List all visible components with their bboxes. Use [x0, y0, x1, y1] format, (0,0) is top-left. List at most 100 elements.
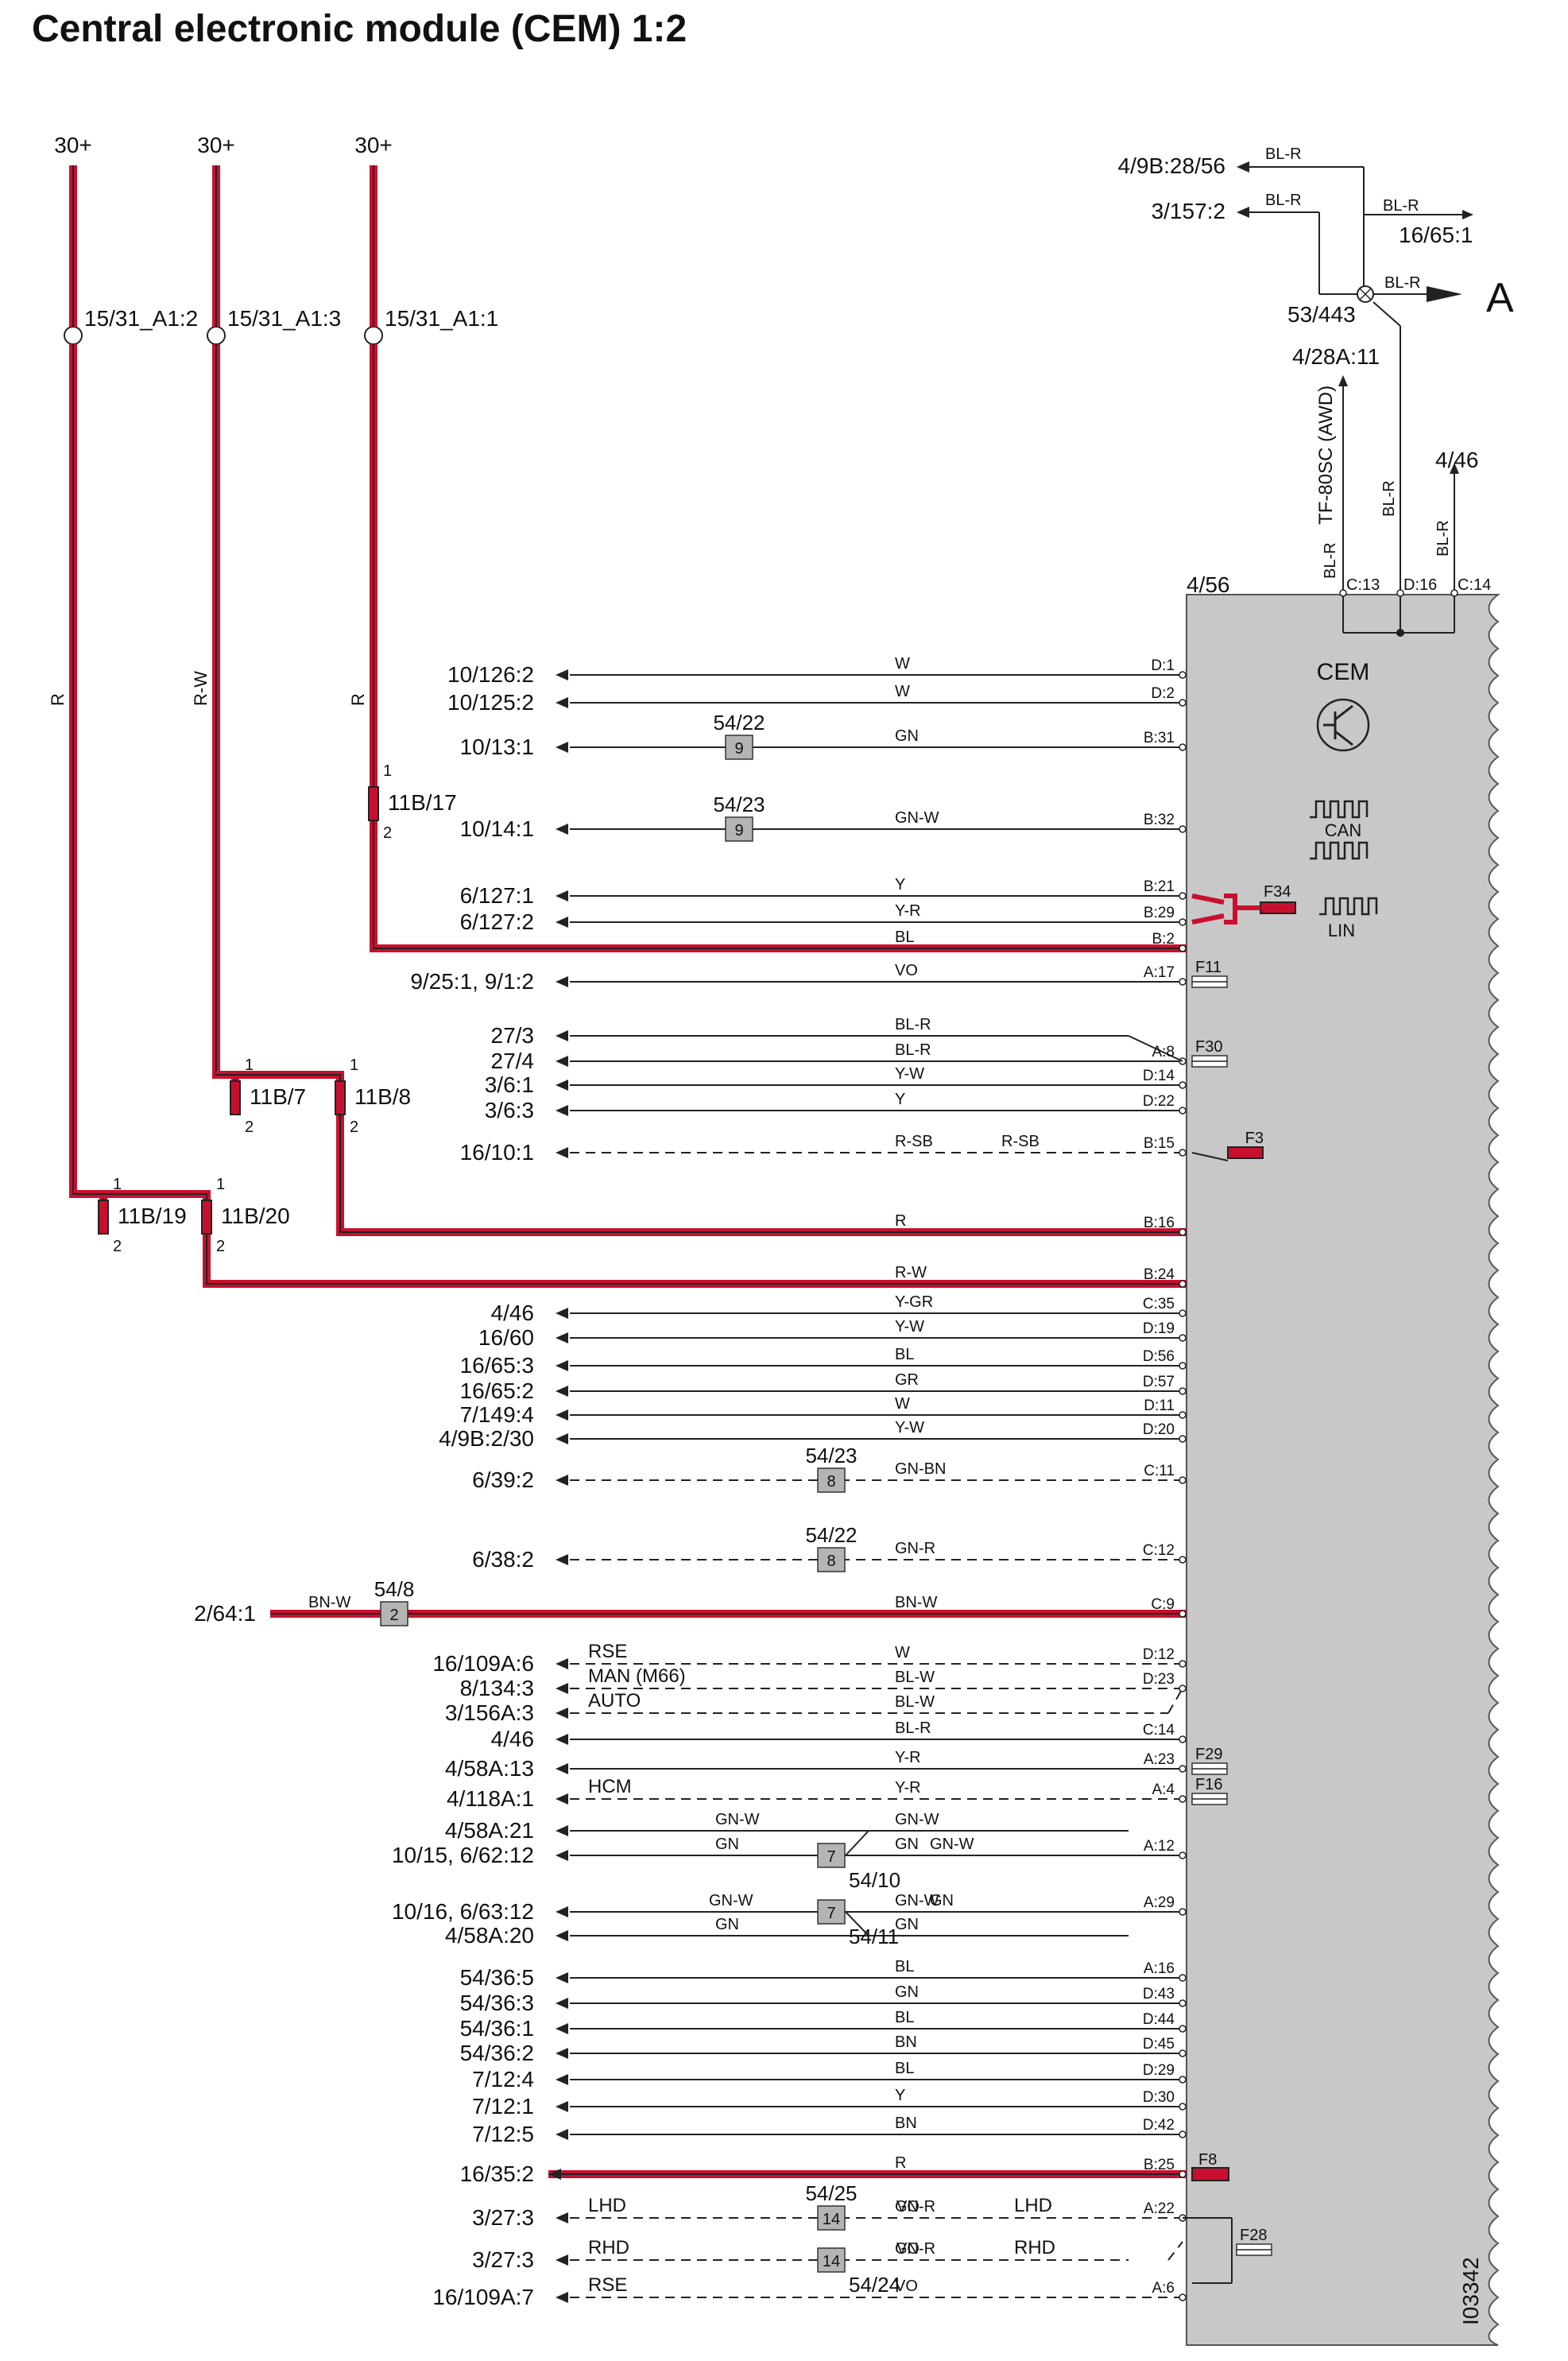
- arrow-left-icon: [556, 2129, 568, 2140]
- wire-color: BN-W: [895, 1594, 937, 1611]
- splice-ref: 54/24: [849, 2273, 900, 2297]
- supply-wire-color: R-W: [191, 671, 211, 706]
- row-note: RSE: [588, 2274, 627, 2296]
- wire-color: W: [895, 655, 910, 673]
- fuse-label: F16: [1195, 1776, 1222, 1793]
- pin-terminal-icon: [1179, 1684, 1187, 1692]
- splice-ref: 54/8: [374, 1577, 415, 1601]
- arrow-left-icon: [556, 1763, 568, 1774]
- arrow-left-icon: [1237, 207, 1249, 218]
- pin-terminal-icon: [1179, 2076, 1187, 2084]
- splice-number: 14: [823, 2211, 840, 2228]
- splice-box: [817, 1899, 846, 1925]
- splice-ref: 54/22: [713, 711, 765, 735]
- row-ref: 4/118A:1: [447, 1786, 534, 1811]
- supply-fuse: 15/31_A1:2: [84, 306, 198, 331]
- row-ref: 10/16, 6/63:12: [392, 1899, 534, 1924]
- splice-ref: 54/25: [805, 2181, 857, 2205]
- wire-color: BL: [895, 1346, 914, 1363]
- pin-label: D:56: [1143, 1348, 1175, 1365]
- arrow-left-icon: [556, 1386, 568, 1397]
- wire-color-left: GN: [715, 1836, 739, 1853]
- junction-dot: [1396, 629, 1404, 637]
- top-ref: 4/9B:28/56: [1118, 153, 1225, 178]
- wire-color: Y-GR: [895, 1293, 933, 1311]
- splice-box: [817, 2205, 846, 2231]
- pin-terminal-icon: [1179, 825, 1187, 833]
- image-id-label: I03342: [1458, 2257, 1483, 2325]
- variant-label: TF-80SC (AWD): [1315, 386, 1337, 525]
- wire-color-right: GN: [930, 1892, 954, 1909]
- pin-terminal-icon: [1179, 1081, 1187, 1089]
- wire-color: Y-R: [895, 1779, 921, 1797]
- wire-color-right: VO: [896, 2240, 920, 2258]
- pin-label: D:45: [1143, 2036, 1175, 2053]
- supply-wire-color: R: [348, 693, 368, 706]
- page-title: Central electronic module (CEM) 1:2: [32, 8, 687, 50]
- splice-number: 8: [827, 1553, 835, 1570]
- pin-terminal-icon: [1339, 589, 1347, 597]
- arrow-left-icon: [556, 1930, 568, 1941]
- pin-label: A:16: [1144, 1960, 1175, 1977]
- pin-label: D:20: [1143, 1421, 1175, 1438]
- top-wire: [1372, 301, 1401, 327]
- module-layer: [1186, 594, 1501, 2346]
- wire-color: Y-W: [895, 1419, 924, 1436]
- wire-color: W: [895, 1644, 910, 1661]
- wire-color: VO: [895, 2278, 918, 2295]
- row-ref: 16/60: [478, 1325, 534, 1350]
- arrow-left-icon: [556, 1658, 568, 1669]
- arrow-left-icon: [556, 1475, 568, 1486]
- switch-contact: [1191, 1152, 1229, 1161]
- row-ref: 3/27:3: [472, 2247, 534, 2272]
- arrow-left-icon: [556, 1683, 568, 1694]
- row-ref: 3/6:3: [485, 1098, 534, 1122]
- wire-color-left: GN: [715, 1916, 739, 1933]
- connector-pin-1: 1: [216, 1176, 225, 1193]
- pin-label: B:21: [1144, 878, 1175, 895]
- wire-color: W: [895, 683, 910, 700]
- pin-terminal-icon: [1179, 1660, 1187, 1668]
- pin-terminal-icon: [1179, 1435, 1187, 1443]
- supply-b2-wire-core: [373, 819, 1187, 949]
- wire-color: BL-W: [895, 1693, 935, 1711]
- arrow-left-icon: [556, 2023, 568, 2034]
- wire-color: BL-R: [1265, 192, 1302, 209]
- row-ref: 16/65:2: [460, 1378, 534, 1403]
- pin-terminal-icon: [1179, 1334, 1187, 1342]
- pin-terminal-icon: [1450, 589, 1458, 597]
- top-ref: 3/157:2: [1152, 199, 1225, 223]
- lin-signal-icon: [1319, 897, 1378, 916]
- pin-terminal-icon: [1179, 1908, 1187, 1916]
- wire-color: BL-R: [895, 1719, 931, 1737]
- merge-wire: [1167, 1688, 1183, 1714]
- fuse-label: F8: [1198, 2151, 1217, 2169]
- arrow-left-icon: [556, 1708, 568, 1719]
- wire-color: Y: [895, 2087, 905, 2104]
- pin-label: B:2: [1152, 931, 1175, 948]
- pin-label: B:15: [1144, 1135, 1175, 1152]
- pin-terminal-icon: [1179, 1280, 1187, 1288]
- wire-color: Y: [895, 876, 905, 894]
- splice-number: 2: [389, 1607, 398, 1624]
- row-ref: 7/12:4: [472, 2067, 534, 2092]
- row-ref: 4/58A:13: [445, 1756, 534, 1781]
- pin-label: C:14: [1458, 576, 1491, 594]
- row-note: RHD: [588, 2237, 629, 2258]
- wire-color: GN-R: [895, 2240, 935, 2258]
- connector-name: 11B/20: [221, 1204, 290, 1228]
- row-ref: 54/36:5: [460, 1965, 534, 1990]
- wire-color: GN-R: [895, 2198, 935, 2216]
- pin-terminal-icon: [1179, 743, 1187, 751]
- reference-letter: A: [1486, 275, 1514, 321]
- splice-box: [380, 1601, 408, 1626]
- labels-layer: 4/56CEMCANLIN30+15/31_A1:2R30+15/31_A1:3…: [48, 133, 1514, 2309]
- pin-label: A:22: [1144, 2200, 1175, 2217]
- pin-label: D:42: [1143, 2117, 1175, 2134]
- fuse-label: F29: [1195, 1746, 1222, 1763]
- pin-label: D:2: [1151, 685, 1175, 702]
- pin-label: D:22: [1143, 1093, 1175, 1110]
- wire-color: BN: [895, 2115, 917, 2132]
- row-ref: 8/134:3: [460, 1676, 534, 1700]
- pin-label: D:1: [1151, 657, 1175, 674]
